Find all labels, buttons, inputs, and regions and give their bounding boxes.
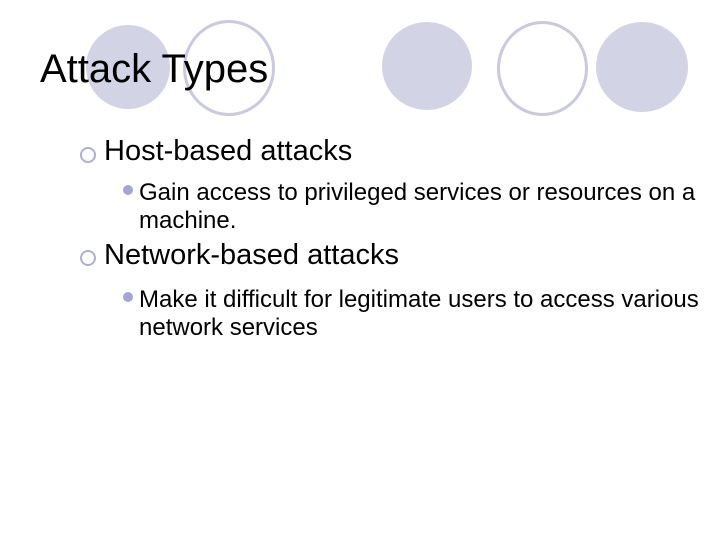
decorative-circle-outlined-4	[497, 21, 588, 116]
bullet-ring-icon	[80, 147, 96, 163]
bullet-level2-host-based-detail: Gain access to privileged services or re…	[139, 179, 696, 234]
decorative-circle-filled-1	[86, 25, 170, 109]
decorative-circle-outlined-2	[183, 20, 275, 116]
bullet-dot-icon	[123, 185, 133, 195]
slide-title: Attack Types	[40, 47, 269, 91]
bullet-level2-network-based-detail: Make it difficult for legitimate users t…	[139, 286, 699, 341]
bullet-ring-icon	[80, 250, 96, 266]
bullet-dot-icon	[123, 292, 133, 302]
decorative-circle-filled-3	[382, 22, 472, 110]
bullet-level1-network-based: Network-based attacks	[104, 239, 399, 271]
decorative-circle-filled-5	[596, 22, 688, 112]
bullet-level1-host-based: Host-based attacks	[104, 135, 353, 167]
